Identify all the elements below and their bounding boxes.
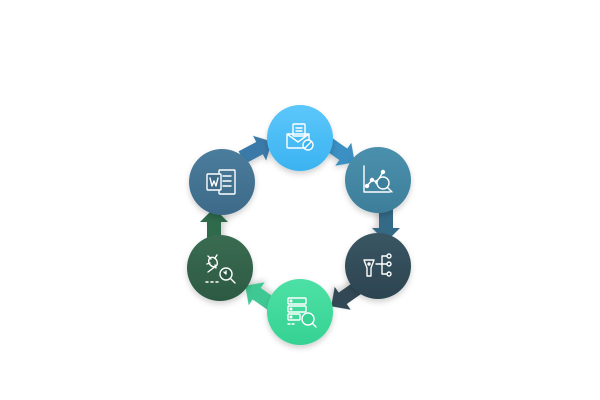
cycle-node-5	[187, 235, 253, 301]
database-search-icon	[287, 297, 317, 328]
node-1-circle	[267, 105, 333, 171]
cycle-node-1	[267, 105, 333, 171]
arrow-6-1	[238, 135, 272, 164]
nodes	[187, 105, 411, 345]
node-5-circle	[187, 235, 253, 301]
cycle-node-3	[345, 233, 411, 299]
cycle-node-4	[267, 279, 333, 345]
node-6-circle	[189, 149, 255, 215]
email-blocked-icon	[286, 123, 314, 151]
cycle-node-2	[345, 147, 411, 213]
bug-search-icon	[205, 254, 236, 284]
scatter-chart-search-icon	[363, 165, 393, 193]
node-3-circle	[345, 233, 411, 299]
flask-network-icon	[363, 253, 392, 277]
arrow-5-6	[200, 208, 228, 242]
cycle-node-6	[189, 149, 255, 215]
word-document-icon	[206, 169, 236, 195]
